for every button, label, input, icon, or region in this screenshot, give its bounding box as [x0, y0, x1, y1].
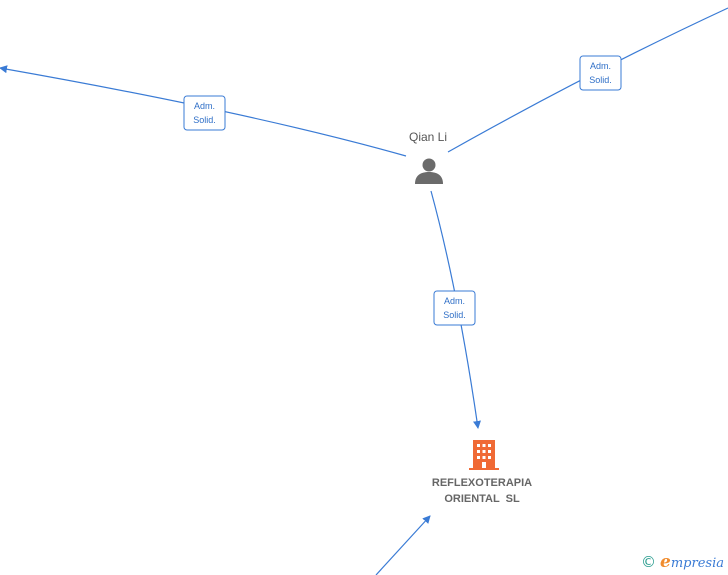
edge-label-top-right-line1: Adm. [590, 61, 611, 71]
copyright-footer: © empresia [641, 552, 724, 572]
edge-bottom-company[interactable] [375, 515, 431, 575]
edge-label-left-line1: Adm. [194, 101, 215, 111]
person-node[interactable]: Qian Li [409, 130, 447, 184]
company-node[interactable]: REFLEXOTERAPIA ORIENTAL SL [432, 440, 532, 505]
edge-label-person-company[interactable]: Adm. Solid. [433, 290, 476, 326]
person-icon [415, 158, 443, 184]
company-name-line1: REFLEXOTERAPIA [432, 477, 532, 489]
empresia-logo[interactable]: empresia [660, 552, 724, 572]
edge-label-person-company-line1: Adm. [444, 296, 465, 306]
edge-left[interactable] [0, 65, 407, 157]
copyright-icon: © [641, 553, 657, 571]
edge-label-top-right-line2: Solid. [589, 75, 612, 85]
edge-label-top-right[interactable]: Adm. Solid. [579, 55, 622, 91]
brand-initial: e [660, 552, 671, 572]
company-name-line2: ORIENTAL SL [444, 493, 520, 505]
edge-label-left[interactable]: Adm. Solid. [183, 95, 226, 131]
edge-label-left-line2: Solid. [193, 115, 216, 125]
brand-rest: mpresia [670, 556, 724, 571]
edge-label-person-company-line2: Solid. [443, 310, 466, 320]
person-name: Qian Li [409, 130, 447, 144]
building-icon [469, 440, 499, 470]
